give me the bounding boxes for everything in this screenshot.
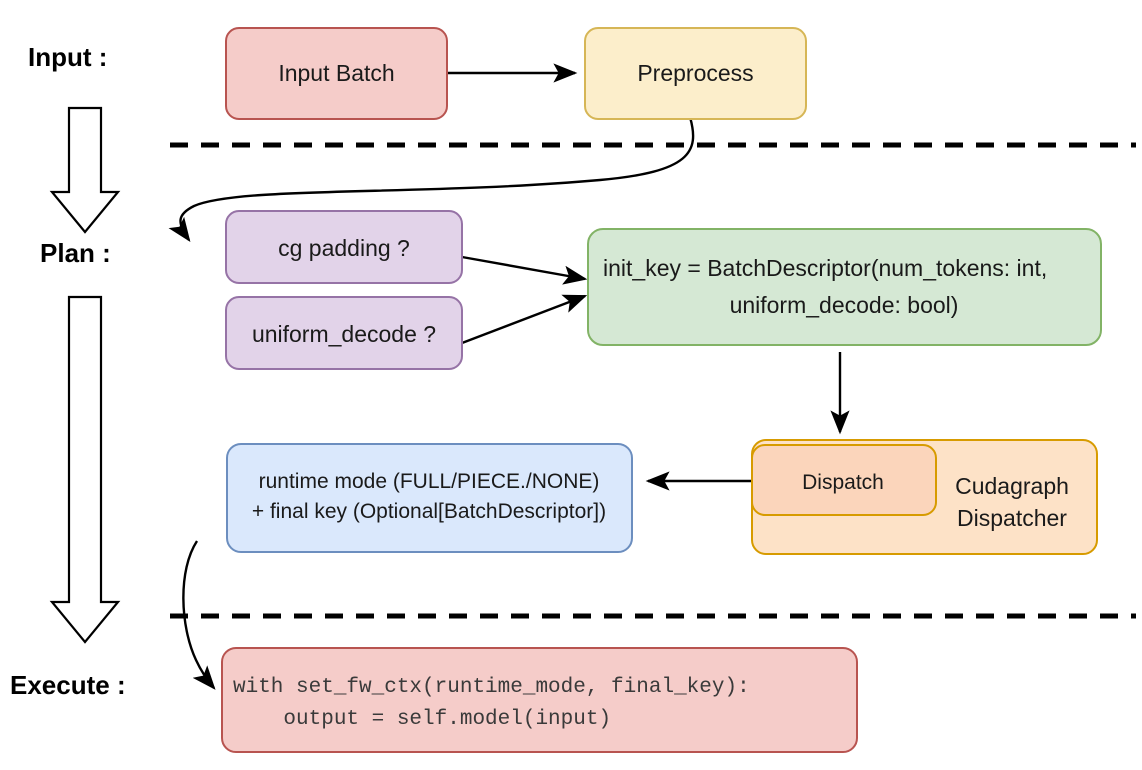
preprocess-box[interactable] [584, 27, 807, 120]
stage-label-plan: Plan : [40, 238, 111, 268]
input-batch-label: Input Batch [278, 60, 394, 86]
node-input-batch[interactable]: Input Batch [225, 27, 448, 120]
runtime-mode-label-line1: runtime mode (FULL/PIECE./NONE) [259, 470, 600, 493]
connector-runtime-mode-to-execute-code [182, 540, 216, 690]
preprocess-label: Preprocess [637, 60, 753, 86]
cg-padding-box[interactable] [225, 210, 463, 284]
uniform-decode-label: uniform_decode ? [252, 321, 436, 347]
node-cg-padding[interactable]: cg padding ? [225, 210, 463, 284]
stage-arrow-input-to-plan [49, 106, 121, 234]
connector-uniform-decode-to-init-key [461, 294, 588, 345]
node-uniform-decode[interactable]: uniform_decode ? [225, 296, 463, 370]
init-key-label-line2: uniform_decode: bool) [730, 292, 959, 318]
connector-cg-padding-to-init-key [461, 255, 588, 285]
uniform-decode-box[interactable] [225, 296, 463, 370]
execute-code-box[interactable] [221, 647, 858, 753]
runtime-mode-label-line2: + final key (Optional[BatchDescriptor]) [252, 500, 606, 523]
init-key-box[interactable] [587, 228, 1102, 346]
dispatch-box[interactable] [751, 444, 937, 516]
execute-code-line-2: output = self.model(input) [233, 708, 611, 731]
cg-padding-label: cg padding ? [278, 235, 410, 261]
node-init-key[interactable]: init_key = BatchDescriptor(num_tokens: i… [587, 228, 1102, 346]
stage-arrow-plan-to-execute [49, 295, 121, 644]
execute-code-line-1: with set_fw_ctx(runtime_mode, final_key)… [233, 676, 750, 699]
dispatch-label: Dispatch [802, 471, 884, 494]
node-preprocess[interactable]: Preprocess [584, 27, 807, 120]
connector-preprocess-to-cg-padding [168, 116, 695, 242]
init-key-label-line1: init_key = BatchDescriptor(num_tokens: i… [603, 255, 1047, 281]
stage-label-execute: Execute : [10, 670, 126, 700]
node-execute-code[interactable]: with set_fw_ctx(runtime_mode, final_key)… [221, 647, 858, 753]
cudagraph-dispatcher-label-line1: Cudagraph [955, 473, 1069, 499]
cudagraph-dispatcher-label-line2: Dispatcher [957, 505, 1067, 531]
node-runtime-mode[interactable]: runtime mode (FULL/PIECE./NONE) + final … [226, 443, 633, 553]
stage-label-input: Input : [28, 42, 107, 72]
input-batch-box[interactable] [225, 27, 448, 120]
runtime-mode-box[interactable] [226, 443, 633, 553]
node-dispatch[interactable]: Dispatch [751, 444, 937, 516]
